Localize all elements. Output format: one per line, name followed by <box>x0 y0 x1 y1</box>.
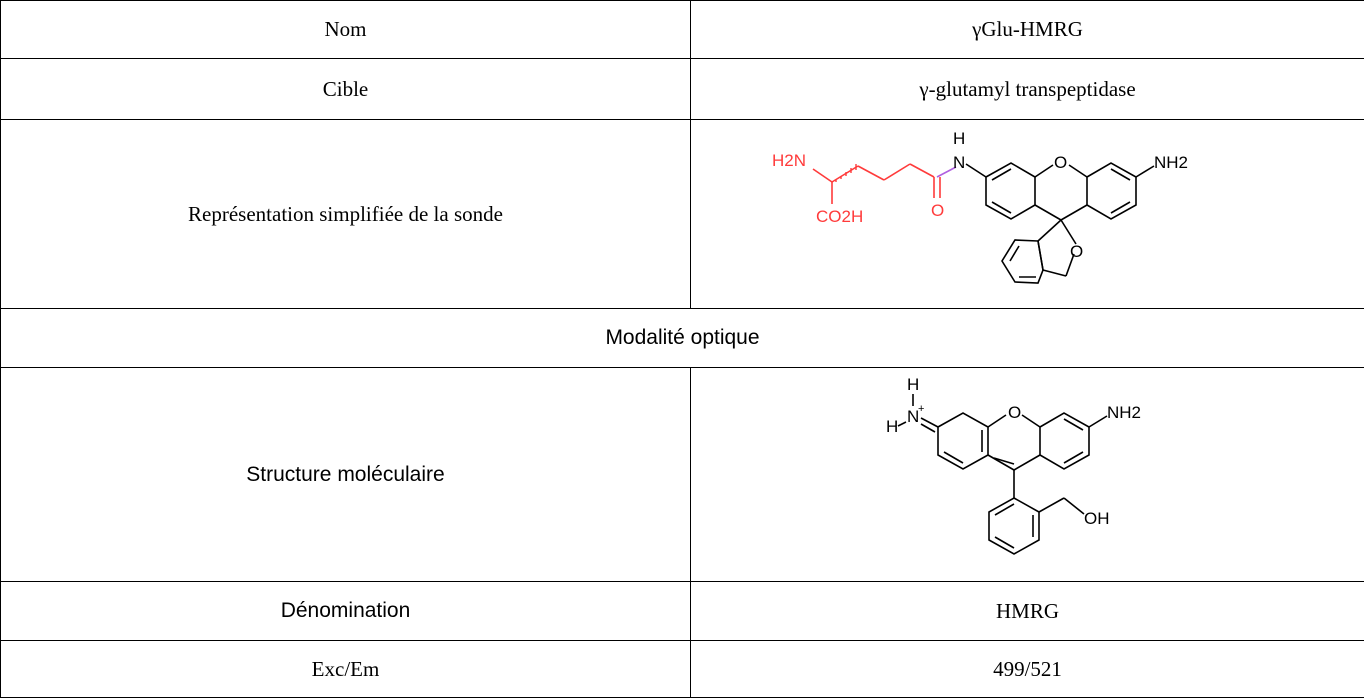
value-denomination: HMRG <box>691 582 1364 641</box>
atom-o-carbonyl: O <box>931 201 944 220</box>
atom-nh2: NH2 <box>1154 153 1188 172</box>
atom-o-ring: O <box>1054 153 1067 172</box>
value-nom: γGlu-HMRG <box>691 1 1364 59</box>
row-modalite: Modalité optique <box>1 309 1364 368</box>
atom-nh2: NH2 <box>1107 403 1141 422</box>
value-excem: 499/521 <box>691 641 1364 698</box>
row-representation: Représentation simplifiée de la sonde <box>1 120 1364 309</box>
probe-structure-drawing: H2N CO2H O <box>758 122 1298 306</box>
label-nom: Nom <box>1 1 691 59</box>
label-representation: Représentation simplifiée de la sonde <box>1 120 691 309</box>
probe-structure-cell: H2N CO2H O <box>691 120 1364 309</box>
value-cible: γ-glutamyl transpeptidase <box>691 59 1364 120</box>
atom-o-lactone: O <box>1070 242 1083 261</box>
atom-nh: N <box>953 153 965 172</box>
atom-h-top: H <box>907 375 919 394</box>
section-modalite: Modalité optique <box>1 309 1364 368</box>
label-denomination: Dénomination <box>1 582 691 641</box>
hmrg-structure-cell: H N + H O NH2 OH <box>691 368 1364 582</box>
row-nom: Nom γGlu-HMRG <box>1 1 1364 59</box>
label-structure: Structure moléculaire <box>1 368 691 582</box>
atom-h: H <box>953 129 965 148</box>
row-structure: Structure moléculaire <box>1 368 1364 582</box>
atom-o-ring: O <box>1008 403 1021 422</box>
row-denomination: Dénomination HMRG <box>1 582 1364 641</box>
label-excem: Exc/Em <box>1 641 691 698</box>
atom-h-left: H <box>886 417 898 436</box>
row-cible: Cible γ-glutamyl transpeptidase <box>1 59 1364 120</box>
atom-h2n: H2N <box>772 151 806 170</box>
hmrg-structure-drawing: H N + H O NH2 OH <box>878 372 1178 577</box>
label-cible: Cible <box>1 59 691 120</box>
atom-oh: OH <box>1084 509 1110 528</box>
atom-co2h: CO2H <box>816 207 863 226</box>
row-excem: Exc/Em 499/521 <box>1 641 1364 698</box>
atom-charge: + <box>918 403 924 415</box>
